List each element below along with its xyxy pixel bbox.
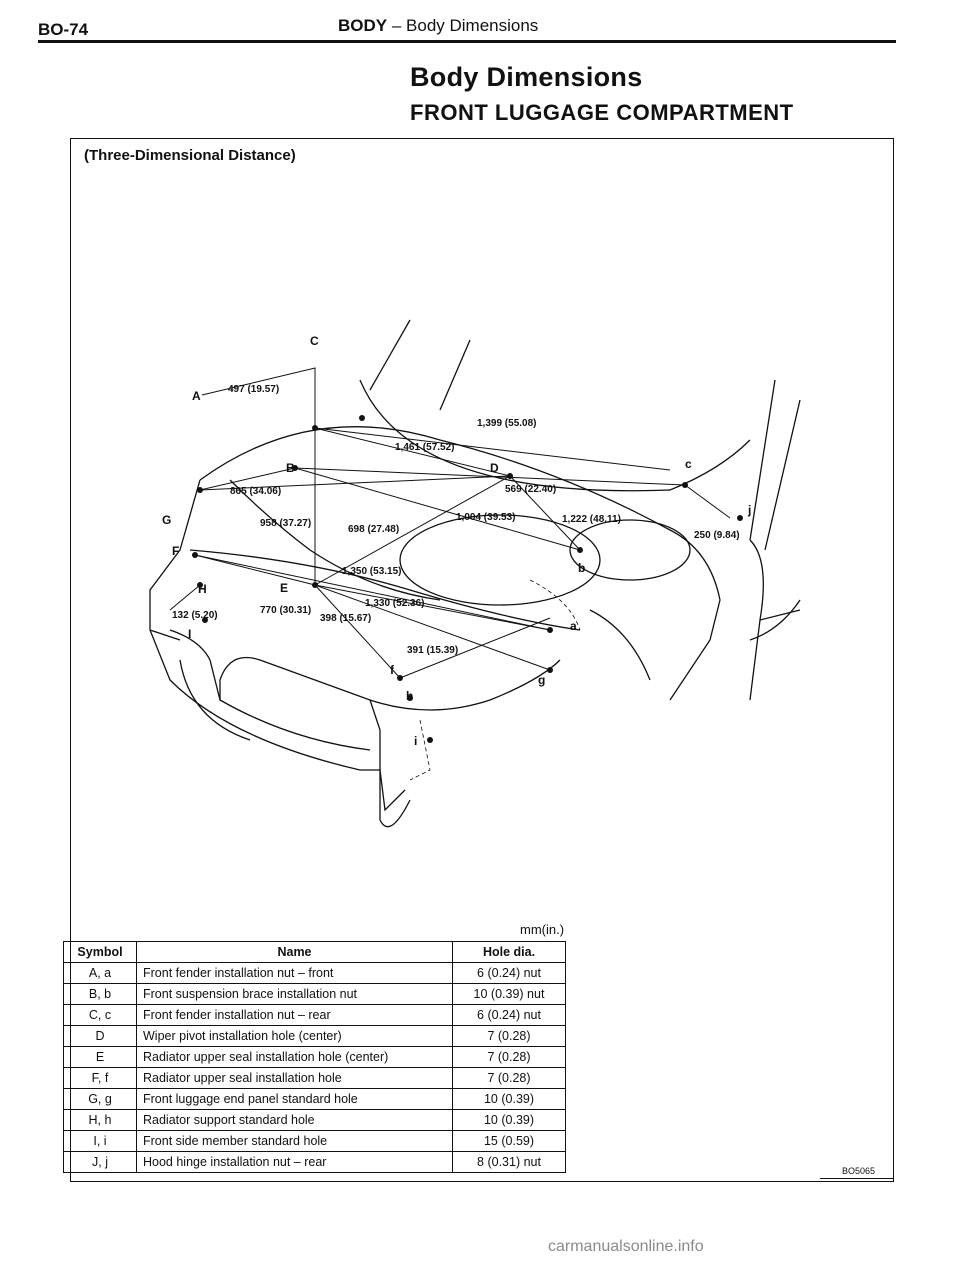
measurement-points [192,415,743,743]
point-label: A [192,389,201,403]
name-cell: Radiator upper seal installation hole [136,1067,453,1089]
table-row: C, c Front fender installation nut – rea… [63,1004,566,1026]
dimension-label: 1,222 (48.11) [562,514,621,525]
hole-dia-cell: 6 (0.24) nut [452,962,566,984]
name-cell: Radiator upper seal installation hole (c… [136,1046,453,1068]
units-note: mm(in.) [520,922,565,937]
symbol-cell: F, f [63,1067,137,1089]
name-cell: Hood hinge installation nut – rear [136,1151,453,1173]
figure-frame [70,138,894,1182]
point-label: E [280,581,288,595]
hole-dia-cell: 15 (0.59) [452,1130,566,1152]
table-header-row: Symbol Name Hole dia. [63,941,566,963]
dimension-label: 1,350 (53.15) [342,566,402,577]
table-row: E Radiator upper seal installation hole … [63,1046,566,1068]
table-row: H, h Radiator support standard hole 10 (… [63,1109,566,1131]
table-row: I, i Front side member standard hole 15 … [63,1130,566,1152]
dimension-lines [169,367,731,679]
name-cell: Front luggage end panel standard hole [136,1088,453,1110]
hole-dia-cell: 10 (0.39) [452,1088,566,1110]
hole-dia-cell: 8 (0.31) nut [452,1151,566,1173]
figure-caption: (Three-Dimensional Distance) [84,147,296,164]
point-label: i [414,734,417,748]
table-row: G, g Front luggage end panel standard ho… [63,1088,566,1110]
hole-dia-cell: 7 (0.28) [452,1067,566,1089]
hidden-lines [409,579,581,781]
column-header: Hole dia. [452,941,566,963]
point-label: h [406,689,413,703]
name-cell: Wiper pivot installation hole (center) [136,1025,453,1047]
dimension-label: 398 (15.67) [320,613,371,624]
table-row: J, j Hood hinge installation nut – rear … [63,1151,566,1173]
symbol-cell: B, b [63,983,137,1005]
name-cell: Front suspension brace installation nut [136,983,453,1005]
dimension-label: 1,004 (39.53) [456,512,516,523]
page-title: Body Dimensions [410,62,643,92]
dimension-label: 698 (27.48) [348,524,399,535]
dimension-label: 569 (22.40) [505,484,556,495]
hole-dia-cell: 10 (0.39) nut [452,983,566,1005]
dimension-label: 1,461 (57.52) [395,442,455,453]
point-label: C [310,334,319,348]
point-label: F [172,544,179,558]
dimension-label: 250 (9.84) [694,530,740,541]
symbol-cell: J, j [63,1151,137,1173]
dimension-label: 391 (15.39) [407,645,458,656]
dimension-label: 1,330 (52.36) [365,598,425,609]
point-label: B [286,461,295,475]
column-header: Symbol [63,941,137,963]
symbol-cell: H, h [63,1109,137,1131]
dimension-label: 770 (30.31) [260,605,311,616]
header-subtitle: – Body Dimensions [387,16,539,35]
point-label: a [570,619,577,633]
hole-dia-cell: 7 (0.28) [452,1025,566,1047]
point-label: H [198,582,207,596]
header-section: BODY [338,16,388,35]
point-label: j [747,503,751,517]
point-label: D [490,461,499,475]
section-title: FRONT LUGGAGE COMPARTMENT [410,100,794,125]
table-row: A, a Front fender installation nut – fro… [63,962,566,984]
running-header: BODY – Body Dimensions [338,16,538,36]
symbol-cell: A, a [63,962,137,984]
hole-dia-cell: 6 (0.24) nut [452,1004,566,1026]
dimension-label: 497 (19.57) [228,384,279,395]
name-cell: Front side member standard hole [136,1130,453,1152]
footer-rule [820,1178,894,1179]
point-label: G [162,513,171,527]
table-row: D Wiper pivot installation hole (center)… [63,1025,566,1047]
symbol-cell: E [63,1046,137,1068]
watermark: carmanualsonline.info [548,1238,704,1255]
symbol-cell: D [63,1025,137,1047]
name-cell: Front fender installation nut – rear [136,1004,453,1026]
dimension-label: 958 (37.27) [260,518,311,529]
hole-dia-cell: 10 (0.39) [452,1109,566,1131]
figure-code: BO5065 [842,1166,876,1176]
header-rule [38,40,896,43]
point-label: b [578,561,585,575]
point-label: g [538,673,545,687]
point-label: f [390,663,395,677]
name-cell: Front fender installation nut – front [136,962,453,984]
point-label: c [685,457,692,471]
table-row: F, f Radiator upper seal installation ho… [63,1067,566,1089]
table-row: B, b Front suspension brace installation… [63,983,566,1005]
column-header: Name [136,941,453,963]
hole-dia-cell: 7 (0.28) [452,1046,566,1068]
dimension-label: 865 (34.06) [230,486,281,497]
name-cell: Radiator support standard hole [136,1109,453,1131]
symbol-cell: I, i [63,1130,137,1152]
symbol-cell: G, g [63,1088,137,1110]
page-number: BO-74 [38,20,89,39]
dimension-label: 132 (5.20) [172,610,218,621]
body-outline [149,319,801,828]
point-label: I [188,627,191,641]
dimension-label: 1,399 (55.08) [477,418,537,429]
symbol-cell: C, c [63,1004,137,1026]
luggage-compartment-diagram: C A B D E F G H I a b c f g h i j 497 (1… [149,319,801,828]
dimension-table: Symbol Name Hole dia. A, a Front fender … [63,941,566,1173]
